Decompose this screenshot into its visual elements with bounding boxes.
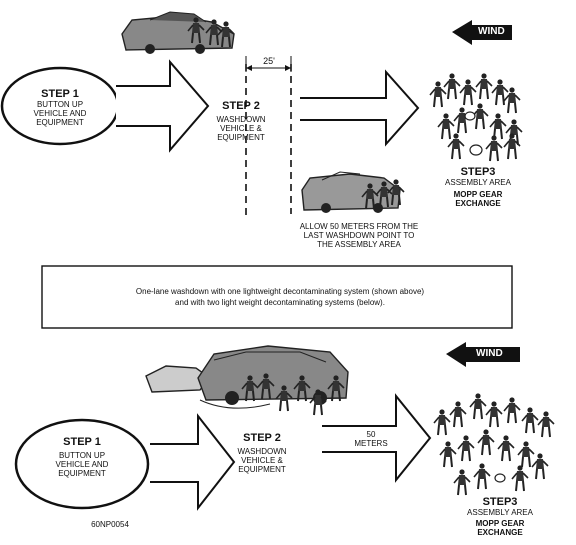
- caption-text: One-lane washdown with one lightweight d…: [100, 286, 460, 308]
- step1-line3-top: EQUIPMENT: [36, 118, 84, 127]
- step3-label-top: STEP3 ASSEMBLY AREA MOPP GEAR EXCHANGE: [432, 166, 524, 208]
- distance-label-top: 25': [263, 56, 275, 66]
- note-line1: ALLOW 50 METERS FROM THE: [299, 222, 419, 231]
- note-line2: LAST WASHDOWN POINT TO: [303, 231, 415, 240]
- step3-sub2-top: EXCHANGE: [455, 199, 501, 208]
- vehicle-illustration-top-2: [301, 171, 405, 213]
- arrow-step1-step2-bottom: [150, 413, 236, 511]
- step3-sub1-bottom: MOPP GEAR: [475, 519, 525, 528]
- step1-line3-bottom: EQUIPMENT: [58, 469, 106, 478]
- step2-title-bottom: STEP 2: [243, 432, 281, 444]
- step1-label-top: STEP 1 BUTTON UP VEHICLE AND EQUIPMENT: [14, 88, 106, 127]
- figure-id: 60NP0054: [91, 520, 129, 529]
- troops-group-top: [429, 72, 523, 162]
- step2-line2-top: VEHICLE &: [220, 124, 262, 133]
- wind-arrow-bottom: [446, 342, 520, 367]
- step3-label-bottom: STEP3 ASSEMBLY AREA MOPP GEAR EXCHANGE: [452, 496, 548, 537]
- troops-group-bottom: [433, 392, 555, 496]
- step3-sub2-bottom: EXCHANGE: [477, 528, 523, 537]
- step1-line2-bottom: VEHICLE AND: [55, 460, 109, 469]
- step1-title-top: STEP 1: [41, 88, 79, 100]
- dimension-arrowhead-right: [285, 65, 291, 71]
- wind-label-top: WIND: [478, 26, 505, 37]
- step3-sub1-top: MOPP GEAR: [453, 190, 503, 199]
- step3-title-bottom: STEP3: [482, 496, 518, 508]
- step1-ellipse-bottom: [14, 418, 150, 510]
- step2-line1-top: WASHDOWN: [216, 115, 266, 124]
- step2-line2-bottom: VEHICLE &: [241, 456, 283, 465]
- wind-label-bottom: WIND: [476, 348, 503, 359]
- step1-line2-top: VEHICLE AND: [33, 109, 87, 118]
- step2-label-bottom: STEP 2 WASHDOWN VEHICLE & EQUIPMENT: [226, 432, 298, 474]
- arrow-step1-step2-top: [116, 59, 210, 153]
- distance-unit-bottom: METERS: [354, 439, 388, 448]
- step2-line3-top: EQUIPMENT: [217, 133, 265, 142]
- step3-title-top: STEP3: [460, 166, 496, 178]
- step1-label-bottom: STEP 1 BUTTON UP VEHICLE AND EQUIPMENT: [30, 436, 134, 478]
- step2-title-top: STEP 2: [222, 100, 260, 112]
- step2-line1-bottom: WASHDOWN: [237, 447, 287, 456]
- caption-box: [41, 265, 513, 329]
- step1-title-bottom: STEP 1: [63, 436, 101, 448]
- arrow-step2-step3-top: [300, 69, 420, 147]
- step3-line1-top: ASSEMBLY AREA: [445, 178, 511, 187]
- distance-note: ALLOW 50 METERS FROM THE LAST WASHDOWN P…: [294, 222, 424, 249]
- dimension-arrowhead-left: [246, 65, 252, 71]
- step1-line1-top: BUTTON UP: [36, 100, 84, 109]
- step2-label-top: STEP 2 WASHDOWN VEHICLE & EQUIPMENT: [206, 100, 276, 142]
- wind-arrow-top: [452, 20, 512, 45]
- step1-line1-bottom: BUTTON UP: [58, 451, 106, 460]
- caption-line1: One-lane washdown with one lightweight d…: [135, 287, 425, 296]
- vehicle-illustration-bottom: [145, 345, 349, 416]
- note-line3: THE ASSEMBLY AREA: [317, 240, 401, 249]
- caption-line2: and with two light weight decontaminatin…: [175, 298, 385, 307]
- distance-value-bottom: 50: [366, 430, 376, 439]
- vehicle-illustration-top-1: [121, 11, 235, 54]
- distance-label-bottom: 50 METERS: [346, 430, 396, 448]
- arrow-step2-step3-bottom: [322, 393, 432, 483]
- step2-line3-bottom: EQUIPMENT: [238, 465, 286, 474]
- step3-line1-bottom: ASSEMBLY AREA: [467, 508, 533, 517]
